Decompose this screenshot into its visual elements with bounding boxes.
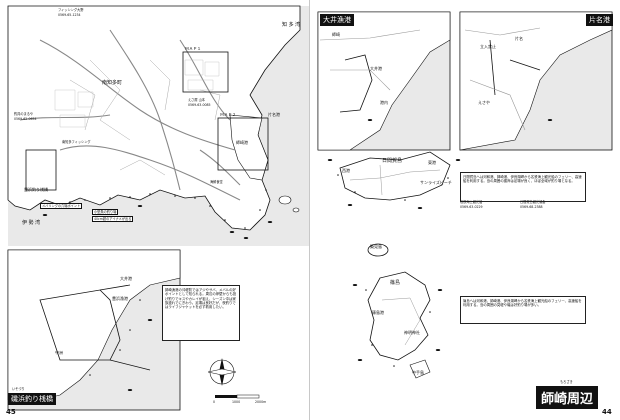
- island-1-note: 日間賀島へは河和港、師崎港、伊良湖岬から名鉄海上観光船のフェリー、高速船を利用す…: [463, 175, 582, 184]
- spot-description-box: 師崎漁港の沖堤防ではアジやサバ、メバルの好ポイントとして知られる。周辺の岸壁から…: [162, 285, 240, 341]
- harbor-inset-label-3: 大井港: [120, 276, 132, 281]
- island-2-name: 篠島: [390, 280, 401, 286]
- title-ruby: もろざき: [560, 380, 573, 384]
- inset-box-a-label: ＭＡＰ１: [185, 46, 201, 51]
- contact-name: 日間賀島観光協会: [520, 200, 546, 204]
- callout-2: 小型魚の釣り場: [92, 209, 119, 215]
- compass-rose: [207, 358, 237, 386]
- island-2-east: 神明神社: [404, 330, 420, 335]
- island-1-roads: [349, 164, 441, 196]
- small-island-label: 築見島: [370, 244, 382, 249]
- port-label-b: 片名港: [268, 112, 280, 117]
- right-map: [317, 11, 613, 379]
- inset-box-b-label: ＭＡＰ２: [220, 112, 236, 117]
- page-number-left: 45: [6, 408, 16, 416]
- spot-description-text: 師崎漁港の沖堤防ではアジやサバ、メバルの好ポイントとして知られる。周辺の岸壁から…: [165, 288, 237, 310]
- shop-label: 南知多フィッシング: [62, 140, 91, 144]
- coast-rocks: [69, 189, 267, 229]
- islet: [278, 195, 292, 205]
- inset-2-label-a: 片名: [515, 36, 523, 41]
- island-2-port: 篠島港: [372, 310, 384, 315]
- islet: [292, 207, 300, 213]
- inset-1-label-c: 港内: [380, 100, 388, 105]
- harbor-pier: [99, 284, 151, 371]
- shop-label: 海鮮食堂: [210, 180, 223, 184]
- cape-area: [229, 114, 269, 181]
- inset-1-breakwater: [339, 54, 373, 113]
- page-title: 師崎周辺: [536, 386, 599, 409]
- island-2-islet: [409, 359, 431, 379]
- inset-2-title: 片名港: [586, 14, 613, 26]
- scale-end: 2000m: [255, 400, 267, 404]
- inset-2-label-b: 立入禁止: [480, 44, 496, 49]
- contact-phone: 0569-68-2388: [520, 205, 543, 209]
- inset-2-label-c: えさや: [478, 100, 490, 105]
- shop-label: 釣具のまるや: [14, 112, 34, 116]
- harbor-inset-label-2: 中洲: [55, 350, 63, 355]
- island-1-beach: サンライズビーチ: [420, 180, 452, 185]
- island-2-landmass: [367, 271, 431, 361]
- section-label: 磯浜釣り桟橋: [8, 393, 56, 405]
- inset-1-label-b: 師崎: [332, 32, 340, 37]
- small-island: [367, 243, 389, 257]
- callout-1: メバリングの穴場ポイント: [40, 203, 83, 209]
- town-blocks: [54, 59, 220, 128]
- inset-2-roads: [464, 27, 541, 131]
- island-1-info-box: 日間賀島へは河和港、師崎港、伊良湖岬から名鉄海上観光船のフェリー、高速船を利用す…: [460, 172, 586, 202]
- island-2-info-box: 篠島へは河和港、師崎港、伊良湖岬から名鉄海上観光船のフェリー、高速船を利用する。…: [460, 296, 586, 324]
- sea-label-top: 知 多 湾: [282, 22, 301, 28]
- contact-phone: 0569-63-0229: [460, 205, 483, 209]
- road-network: [19, 29, 241, 201]
- island-1-east: 東港: [428, 160, 436, 165]
- map-frame-b: [217, 117, 269, 171]
- scale-mid: 1000: [232, 400, 241, 404]
- phone-label: 0569-65-1234: [58, 13, 81, 17]
- section-label-ruby: いそづり: [12, 387, 25, 391]
- island-1-landmass: [339, 151, 451, 201]
- inset-1-roads: [319, 29, 421, 91]
- harbor-rocks: [89, 299, 141, 376]
- inset-1-land: [317, 11, 451, 151]
- inset-1-title: 大井漁港: [320, 14, 354, 26]
- shop-label: フィッシング大野: [58, 8, 84, 12]
- contact-name: 名鉄海上観光船: [460, 200, 483, 204]
- callout-3: 40cm超のアイナメが出る: [92, 216, 134, 222]
- scale-bar-graphic: [215, 394, 260, 399]
- pier-label: 豊浜釣り桟橋: [24, 187, 48, 192]
- sea-label-left: 伊 勢 湾: [22, 220, 41, 226]
- island-coast-rocks: [337, 174, 449, 367]
- inset-2-pier: [489, 39, 541, 96]
- left-page: 知 多 湾 南知多町 伊 勢 湾 ＭＡＰ１ ＭＡＰ２ 師崎港 片名港 豊浜釣り桟…: [0, 0, 310, 420]
- island-2-note: 篠島へは河和港、師崎港、伊良湖岬から名鉄海上観光船のフェリー、高速船を利用する。…: [463, 299, 582, 308]
- main-map: [7, 5, 310, 411]
- map-frame-a: [182, 51, 229, 93]
- harbor-inset-label-1: 豊浜漁港: [112, 296, 128, 301]
- phone-label: 0569-62-0654: [14, 117, 37, 121]
- island-1-port: 西港: [342, 168, 350, 173]
- port-label-a: 師崎港: [236, 140, 248, 145]
- scale-start: 0: [213, 400, 216, 404]
- island-1-name: 日間賀島: [382, 158, 403, 164]
- fishing-spot-markers: [327, 119, 553, 361]
- map-frame-c: [25, 149, 57, 191]
- town-label: 南知多町: [102, 80, 123, 86]
- shop-label: えさ屋 山本: [188, 98, 205, 102]
- island-2-south: 中手島: [412, 370, 424, 375]
- phone-label: 0569-63-0085: [188, 103, 211, 107]
- page-number-right: 44: [602, 408, 612, 416]
- island-2-roads: [381, 297, 421, 346]
- inset-1-label-a: 大井港: [370, 66, 382, 71]
- right-page: 大井漁港 片名港 大井港 師崎 港内 片名 立入禁止 えさや 日間賀島 西港 東…: [310, 0, 620, 420]
